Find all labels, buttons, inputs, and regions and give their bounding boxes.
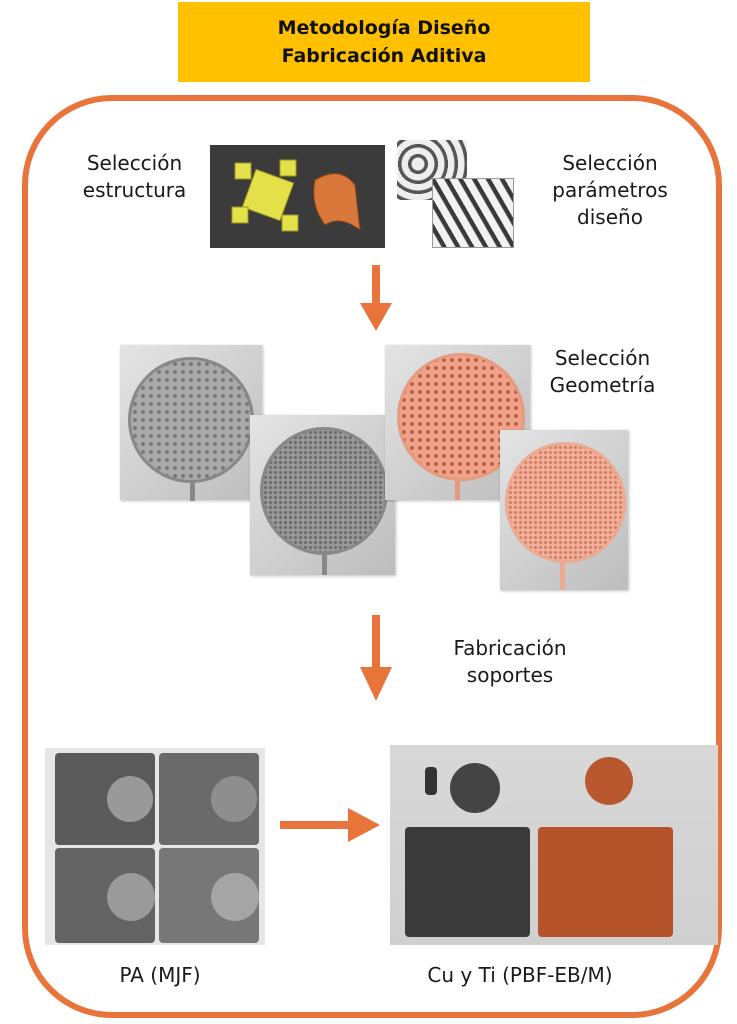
label-line: diseño bbox=[577, 205, 643, 229]
unit-cell-image bbox=[210, 145, 385, 248]
label-line: Selección bbox=[562, 151, 658, 175]
unit-cell-graphic bbox=[231, 159, 361, 232]
pa-supports-photo bbox=[45, 748, 265, 945]
geometry-render-gray-2 bbox=[250, 415, 395, 575]
metal-pbf-label: Cu y Ti (PBF-EB/M) bbox=[427, 963, 613, 987]
arrow-down-icon bbox=[360, 615, 392, 701]
label-line: soportes bbox=[466, 663, 554, 687]
title-line-1: Metodología Diseño bbox=[277, 17, 491, 39]
geometry-render-copper-2 bbox=[500, 430, 628, 590]
label-line: Fabricación bbox=[453, 636, 567, 660]
geometry-selection-label: Selección Geometría bbox=[530, 345, 675, 399]
label-line: Geometría bbox=[549, 373, 656, 397]
title-line-2: Fabricación Aditiva bbox=[281, 45, 487, 67]
support-fabrication-label: Fabricación soportes bbox=[430, 635, 590, 689]
label-line: parámetros bbox=[552, 178, 668, 202]
title-box: Metodología Diseño Fabricación Aditiva bbox=[178, 2, 590, 82]
lattice-param-image-2 bbox=[432, 178, 514, 248]
methodology-frame bbox=[22, 95, 722, 1018]
label-line: Selección bbox=[86, 151, 183, 175]
geometry-render-gray-1 bbox=[120, 345, 262, 501]
label-line: estructura bbox=[82, 178, 187, 202]
label-line: Selección bbox=[554, 346, 651, 370]
arrow-down-icon bbox=[360, 265, 392, 331]
arrow-right-icon bbox=[280, 808, 380, 842]
pa-mjf-label: PA (MJF) bbox=[119, 963, 201, 987]
metal-supports-photo bbox=[390, 745, 718, 945]
design-params-label: Selección parámetros diseño bbox=[525, 150, 695, 231]
structure-selection-label: Selección estructura bbox=[62, 150, 207, 204]
